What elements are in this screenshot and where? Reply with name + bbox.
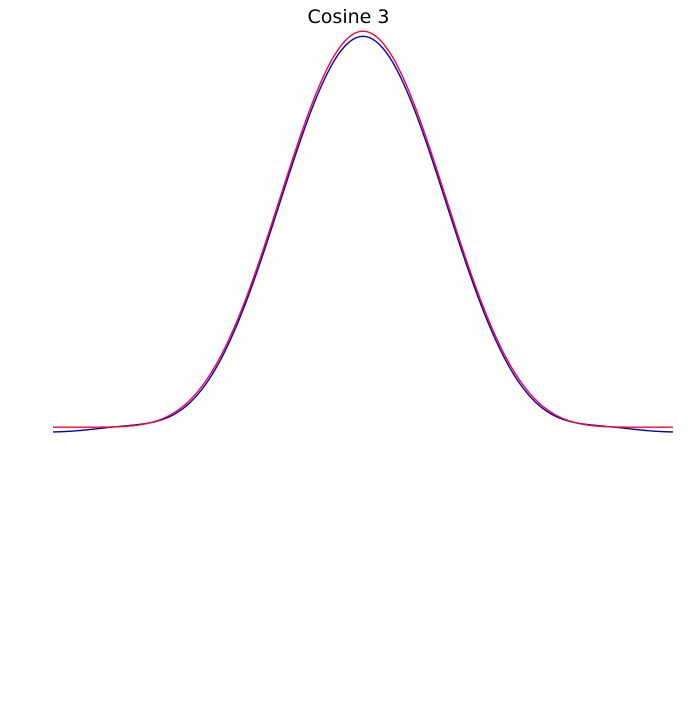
series-line-2	[53, 30, 673, 428]
series-line-1	[52, 35, 674, 433]
chart-title: Cosine 3	[307, 6, 390, 28]
series-layer	[52, 30, 674, 433]
